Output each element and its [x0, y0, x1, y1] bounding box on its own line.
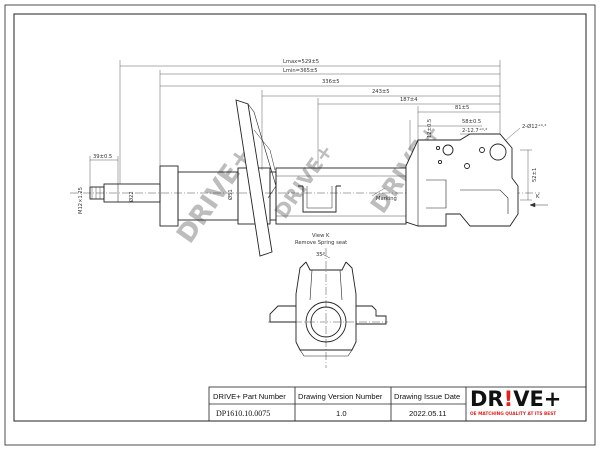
view-k-drawing	[268, 248, 388, 368]
remove-spring-seat-note: Remove Spring seat	[295, 240, 347, 246]
view-k-title: View K	[312, 233, 330, 239]
watermark-center: DRIVE+	[269, 139, 338, 223]
dim-body-diameter: Ø51	[227, 189, 234, 200]
view-k-arrow	[529, 202, 548, 208]
dim-81: 81±5	[455, 105, 469, 111]
marking-label: Marking	[376, 196, 397, 202]
dimension-labels: Lmax=529±5 Lmin=365±5 336±5 243±5 187±4 …	[78, 59, 546, 258]
strut-drawing	[70, 99, 540, 257]
outer-frame	[4, 4, 596, 446]
part-number-value: DP1610.10.0075	[216, 409, 270, 418]
dim-39: 39±0.5	[93, 154, 112, 160]
dim-243: 243±5	[372, 89, 390, 95]
dim-thread: M12×1.25	[78, 187, 84, 214]
header-part-number: DRIVE+ Part Number	[213, 392, 286, 401]
drive-plus-logo: DR!VE+ OE MATCHING QUALITY AT ITS BEST	[470, 387, 561, 417]
header-drawing-version: Drawing Version Number	[298, 392, 383, 401]
dim-187: 187±4	[400, 97, 418, 103]
dim-lmin: Lmin=365±5	[283, 68, 318, 74]
logo-tagline: OE MATCHING QUALITY AT ITS BEST	[470, 411, 556, 417]
issue-date-value: 2022.05.11	[409, 409, 446, 418]
dim-336: 336±5	[322, 79, 340, 85]
dim-52: 52±1	[532, 168, 538, 182]
dim-hole-2x12-7: 2-12.7⁺⁰·²	[462, 128, 487, 134]
dim-hole-2x12: 2-Ø12⁺⁰·²	[522, 123, 546, 130]
dim-12: 12±0.5	[427, 119, 433, 138]
header-issue-date: Drawing Issue Date	[394, 392, 460, 401]
logo-wordmark: DR!VE+	[470, 387, 561, 411]
title-block	[208, 386, 587, 422]
dim-lmax: Lmax=529±5	[283, 59, 319, 65]
drawing-version-value: 1.0	[336, 409, 347, 418]
dim-35: 35°	[316, 252, 326, 258]
dim-58: 58±0.5	[462, 119, 481, 125]
dim-rod-diameter: Ø22	[128, 191, 135, 202]
dimension-lines	[89, 60, 532, 201]
view-k-arrow-label: K	[536, 194, 540, 200]
